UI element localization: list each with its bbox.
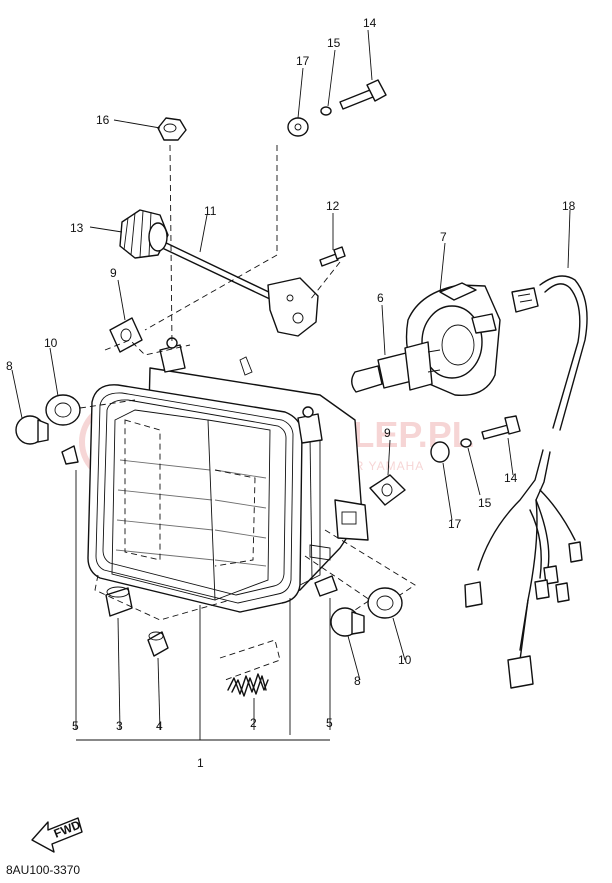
- callout-5-right: 5: [326, 716, 333, 730]
- callout-14-right: 14: [504, 471, 518, 485]
- callout-16: 16: [96, 113, 110, 127]
- spring-2: [227, 673, 269, 697]
- callout-2: 2: [250, 716, 257, 730]
- callout-9: 9: [110, 266, 117, 280]
- fwd-arrow-icon: FWD: [31, 817, 83, 853]
- socket-3: [105, 586, 133, 617]
- callout-12: 12: [326, 199, 340, 213]
- callout-5-left: 5: [72, 719, 79, 733]
- grommet-9a: [109, 317, 143, 353]
- adjuster-rod: [157, 239, 319, 337]
- bulb-6: [351, 341, 441, 393]
- leader-lines: [11, 29, 571, 741]
- callout-17: 17: [296, 54, 310, 68]
- cap-4: [147, 631, 169, 657]
- wiring-harness-18: [464, 275, 588, 689]
- callout-1: 1: [197, 756, 204, 770]
- guide-lines: [79, 144, 416, 681]
- callout-9-right: 9: [384, 426, 391, 440]
- callout-11: 11: [204, 204, 217, 218]
- callout-13: 13: [70, 221, 84, 235]
- grommet-9b: [369, 474, 406, 506]
- callout-17-right: 17: [448, 517, 462, 531]
- callout-4: 4: [156, 719, 163, 733]
- diagram-code: 8AU100-3370: [6, 863, 80, 877]
- callout-7: 7: [440, 230, 447, 244]
- nut-16: [157, 117, 187, 141]
- collar-8b: [330, 607, 365, 637]
- clip-5a: [61, 445, 79, 465]
- callout-3: 3: [116, 719, 123, 733]
- upper-bolt-set: [287, 79, 387, 137]
- bulb-cover-7: [405, 282, 501, 397]
- callout-18: 18: [562, 199, 576, 213]
- callout-10-right: 10: [398, 653, 412, 667]
- screw-12: [319, 246, 346, 267]
- callout-8-right: 8: [354, 674, 361, 688]
- callout-6: 6: [377, 291, 384, 305]
- adjuster-knob: [119, 209, 169, 259]
- callout-15-right: 15: [478, 496, 492, 510]
- headlight-unit: [87, 337, 369, 613]
- collar-8a: [15, 415, 49, 445]
- callout-labels: 14 15 17 16 11 13 12 9 18 7 6 10 8 9 14 …: [6, 16, 576, 770]
- callout-14: 14: [363, 16, 377, 30]
- callout-10: 10: [44, 336, 58, 350]
- grommet-10a: [45, 394, 81, 426]
- clip-5b: [314, 575, 338, 597]
- grommet-10b: [367, 587, 403, 619]
- callout-8: 8: [6, 359, 13, 373]
- right-bolt-set: [430, 415, 521, 463]
- callout-15: 15: [327, 36, 341, 50]
